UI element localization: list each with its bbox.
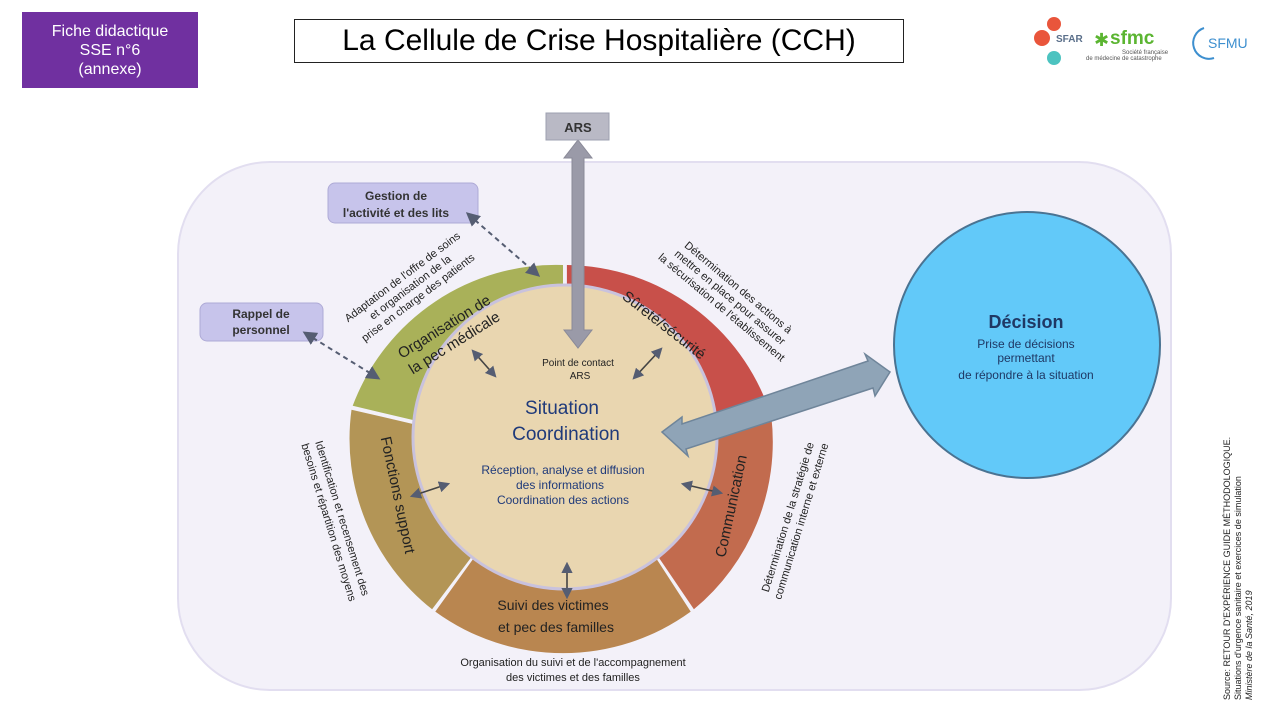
sfmc-logo-sub1: Société française xyxy=(1122,50,1169,56)
center-desc-3: Coordination des actions xyxy=(497,493,629,507)
segment-suivi-label-2: et pec des familles xyxy=(498,619,614,635)
segment-fonctions xyxy=(349,409,473,610)
sfmc-logo-icon: ✱ sfmc Société française de médecine de … xyxy=(1086,28,1169,62)
center-desc-2: des informations xyxy=(516,478,604,492)
decision-circle xyxy=(893,211,1161,479)
source-line-1: Source: RETOUR D'EXPÉRIENCE GUIDE MÉTHOD… xyxy=(1222,436,1232,700)
source-line-3: Ministère de la Santé, 2019 xyxy=(1244,590,1254,700)
sfmu-logo-icon: SFMU xyxy=(1192,27,1248,60)
gestion-dashed-arrow xyxy=(465,212,541,277)
sfmc-logo-text: sfmc xyxy=(1110,28,1155,49)
badge-line-1: Fiche didactique xyxy=(51,22,169,40)
decision-line-3: de répondre à la situation xyxy=(958,368,1093,382)
rappel-line-2: personnel xyxy=(232,323,289,337)
ars-label: ARS xyxy=(564,120,592,135)
center-desc-1: Réception, analyse et diffusion xyxy=(481,463,644,477)
badge-line-2: SSE n°6 xyxy=(79,41,141,59)
contact-line-1: Point de contact xyxy=(542,358,614,369)
ars-box xyxy=(545,112,610,141)
decision-double-arrow xyxy=(660,351,892,459)
source-note: Source: RETOUR D'EXPÉRIENCE GUIDE MÉTHOD… xyxy=(1222,430,1255,700)
partner-logos: SFAR ✱ sfmc Société française de médecin… xyxy=(1034,17,1248,65)
segment-suivi xyxy=(435,555,691,654)
rappel-box xyxy=(199,302,324,342)
outer-suivi-2: des victimes et des familles xyxy=(506,672,640,684)
gestion-box xyxy=(327,182,479,224)
arrow-surete xyxy=(632,347,663,380)
sfmc-logo-sub2: de médecine de catastrophe xyxy=(1086,56,1162,62)
segment-suivi-label-1: Suivi des victimes xyxy=(497,597,608,613)
badge-line-3: (annexe) xyxy=(78,60,142,78)
center-title-2: Coordination xyxy=(512,424,620,445)
sfar-logo-icon: SFAR xyxy=(1034,17,1083,65)
decision-line-2: permettant xyxy=(997,351,1055,365)
fiche-badge: Fiche didactique SSE n°6 (annexe) xyxy=(22,12,198,88)
gestion-line-1: Gestion de xyxy=(365,189,427,203)
sfmu-logo-text: SFMU xyxy=(1208,35,1248,51)
arrow-organisation xyxy=(471,349,497,378)
ars-double-arrow xyxy=(562,139,594,349)
center-title-1: Situation xyxy=(525,398,599,419)
contact-line-2: ARS xyxy=(570,371,591,382)
svg-text:✱: ✱ xyxy=(1094,30,1109,50)
page-title-text: La Cellule de Crise Hospitalière (CCH) xyxy=(342,24,856,57)
decision-title: Décision xyxy=(988,312,1063,332)
source-line-2: Situations d'urgence sanitaire et exerci… xyxy=(1233,476,1243,700)
gestion-line-2: l'activité et des lits xyxy=(343,206,450,220)
decision-line-1: Prise de décisions xyxy=(977,337,1074,351)
rappel-line-1: Rappel de xyxy=(232,307,290,321)
arrow-communication xyxy=(680,480,724,497)
outer-suivi-1: Organisation du suivi et de l'accompagne… xyxy=(460,657,685,669)
sfar-logo-text: SFAR xyxy=(1056,34,1083,45)
arrow-fonctions xyxy=(409,481,451,499)
segment-communication xyxy=(657,417,773,610)
page-title: La Cellule de Crise Hospitalière (CCH) xyxy=(294,19,904,63)
